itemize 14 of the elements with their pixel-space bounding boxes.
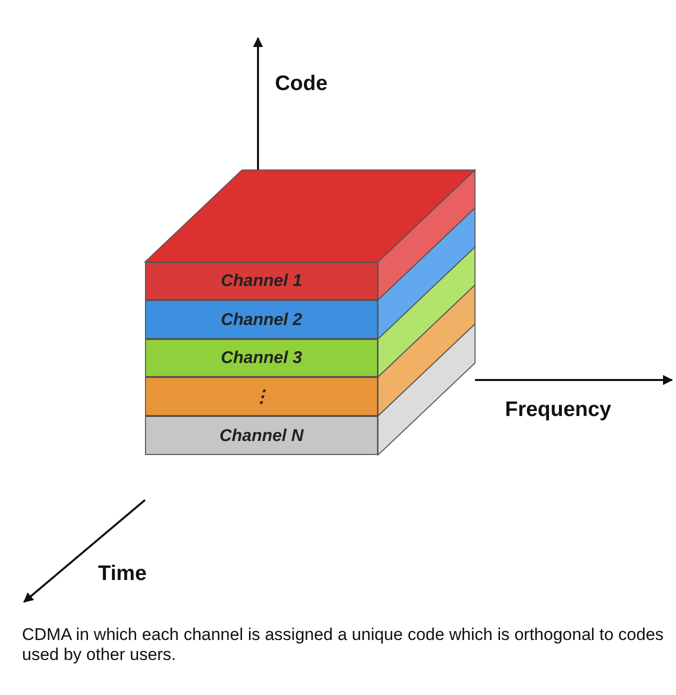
axis-label: Code: [275, 72, 328, 96]
axis-label: Time: [98, 562, 147, 586]
axis-label: Frequency: [505, 398, 612, 422]
caption: CDMA in which each channel is assigned a unique code which is orthogonal to codes used by other users.: [22, 625, 665, 665]
channel-label: ⋮: [253, 386, 270, 407]
channel-band: [145, 416, 378, 455]
channel-band: [145, 377, 378, 416]
channel-band: [145, 300, 378, 339]
channel-label: Channel 1: [220, 271, 302, 291]
channel-label: Channel N: [219, 426, 304, 446]
channel-label: Channel 2: [220, 310, 302, 330]
channel-label: Channel 3: [220, 348, 302, 368]
channel-band: [145, 262, 378, 300]
channel-band: [145, 339, 378, 377]
